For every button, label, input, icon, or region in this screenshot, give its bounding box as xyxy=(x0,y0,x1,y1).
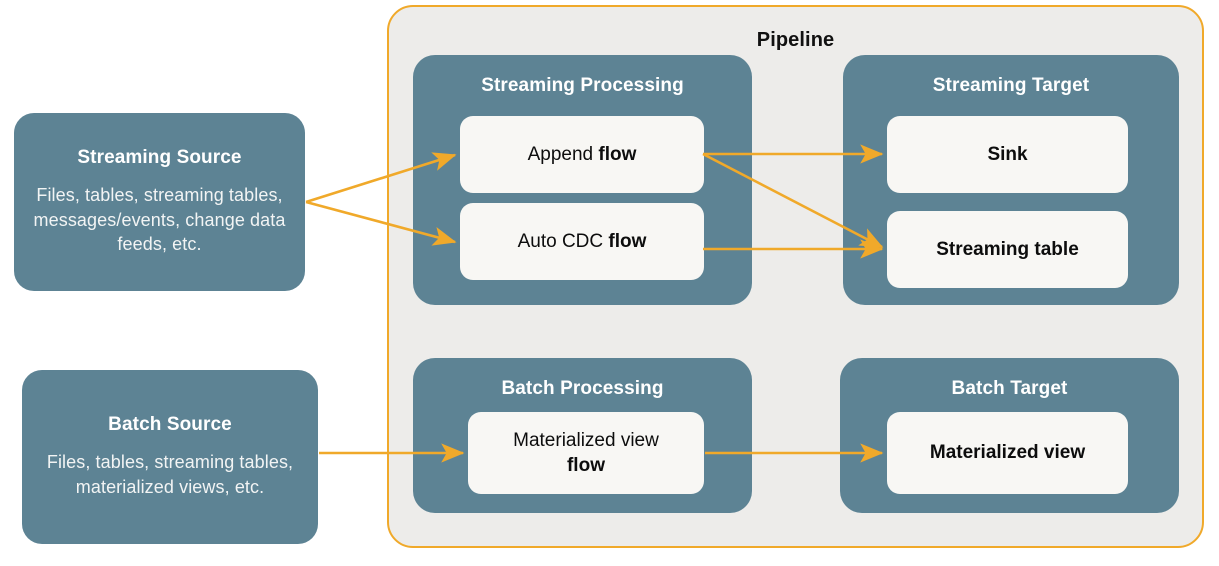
auto-cdc-flow-card[interactable]: Auto CDC flow xyxy=(460,203,704,280)
sink-label: Sink xyxy=(987,143,1028,165)
streaming-source-description: Files, tables, streaming tables, message… xyxy=(33,184,286,255)
streaming-source-box[interactable]: Streaming Source Files, tables, streamin… xyxy=(14,113,305,291)
batch-source-description: Files, tables, streaming tables, materia… xyxy=(46,452,294,497)
materialized-view-flow-label: Materialized view flow xyxy=(513,429,659,476)
streaming-target-title: Streaming Target xyxy=(932,75,1090,96)
batch-target-title: Batch Target xyxy=(951,378,1068,399)
auto-cdc-flow-label: Auto CDC flow xyxy=(517,230,647,252)
append-flow-card[interactable]: Append flow xyxy=(460,116,704,193)
batch-source-box[interactable]: Batch Source Files, tables, streaming ta… xyxy=(22,370,318,544)
streaming-processing-title: Streaming Processing xyxy=(481,75,684,96)
sink-card[interactable]: Sink xyxy=(887,116,1128,193)
batch-source-title: Batch Source xyxy=(108,414,232,436)
materialized-view-flow-card[interactable]: Materialized view flow xyxy=(468,412,704,494)
materialized-view-card[interactable]: Materialized view xyxy=(887,412,1128,494)
append-flow-label: Append flow xyxy=(527,143,637,165)
batch-processing-title: Batch Processing xyxy=(501,378,664,399)
streaming-table-card[interactable]: Streaming table xyxy=(887,211,1128,288)
pipeline-title: Pipeline xyxy=(756,29,835,51)
materialized-view-label: Materialized view xyxy=(929,442,1086,464)
streaming-source-title: Streaming Source xyxy=(77,146,242,168)
streaming-table-label: Streaming table xyxy=(936,238,1079,260)
